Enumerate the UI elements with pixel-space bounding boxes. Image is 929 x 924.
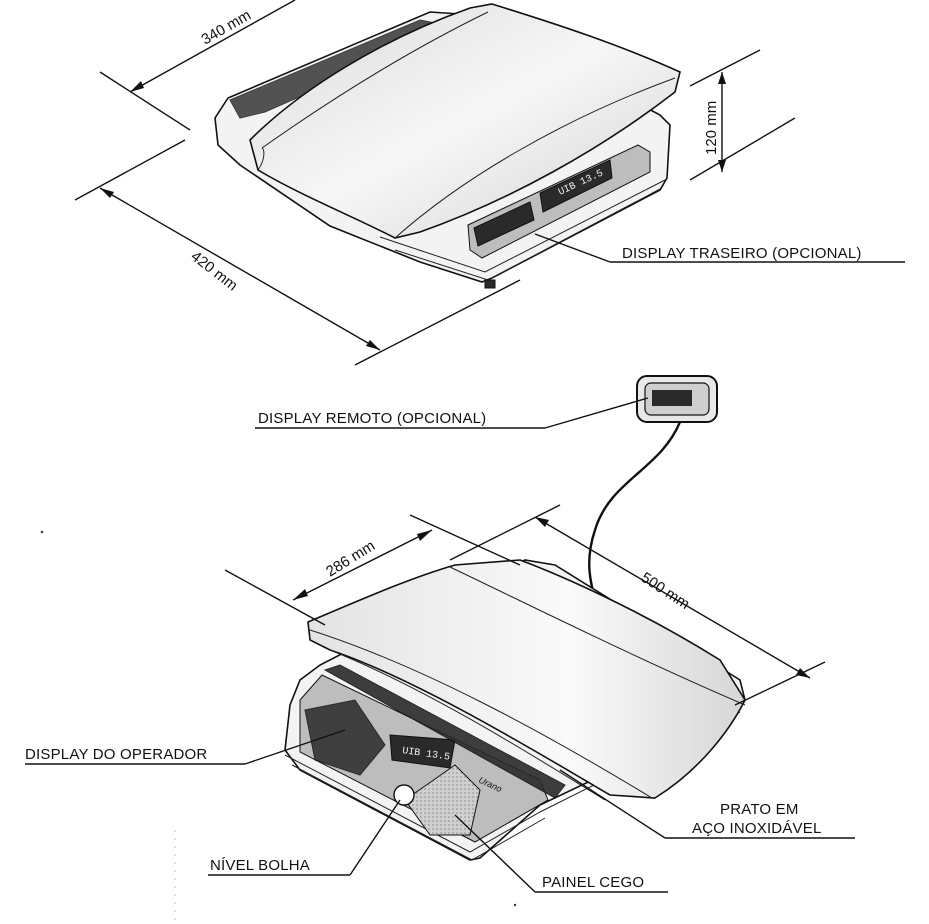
top-scale-foot: [484, 279, 496, 289]
dimension-120: 120 mm: [689, 49, 796, 181]
bottom-scale-lid-ridge-2: [309, 629, 653, 799]
rear-display-screen: [539, 159, 613, 213]
dimension-120-label: 120 mm: [703, 101, 720, 155]
rear-display-left-pad: [473, 201, 535, 247]
bottom-scale-base-lip-2: [291, 764, 546, 861]
label-prato-line2: AÇO INOXIDÁVEL: [692, 820, 822, 837]
top-scale-lid: [249, 3, 681, 239]
top-scale: UIB 13.5: [214, 3, 681, 289]
bottom-scale-front-strip: [323, 664, 566, 799]
label-painel-cego: PAINEL CEGO: [542, 874, 644, 891]
callout-display-operador: DISPLAY DO OPERADOR: [25, 729, 346, 765]
label-prato-line1: PRATO EM: [720, 801, 799, 818]
scan-specks: [40, 530, 517, 924]
label-nivel-bolha: NÍVEL BOLHA: [210, 857, 310, 874]
dimension-500-label: 500 mm: [638, 569, 693, 613]
callout-prato: PRATO EM AÇO INOXIDÁVEL: [559, 769, 855, 839]
operator-keypad: [304, 699, 386, 776]
top-scale-lid-ridge-2: [394, 77, 676, 239]
callout-display-traseiro: DISPLAY TRASEIRO (OPCIONAL): [534, 233, 905, 263]
dimension-286-label: 286 mm: [323, 537, 378, 580]
remote-display-cable: [588, 421, 682, 601]
callout-painel-cego: PAINEL CEGO: [454, 814, 668, 893]
top-scale-lid-fold: [257, 147, 265, 171]
callout-nivel-bolha: NÍVEL BOLHA: [208, 799, 401, 876]
label-display-remoto: DISPLAY REMOTO (OPCIONAL): [258, 410, 486, 427]
remote-display: [588, 375, 718, 601]
bottom-scale-lid-front-edge: [329, 649, 606, 801]
remote-display-screen: [652, 390, 692, 406]
top-scale-lid-ridge: [261, 11, 489, 149]
bottom-scale-lid-ridge: [449, 566, 746, 706]
blind-panel: [404, 764, 481, 836]
label-display-operador: DISPLAY DO OPERADOR: [25, 746, 207, 763]
bubble-level: [393, 784, 415, 806]
bottom-scale: UIB 13.5 Urano: [284, 559, 746, 861]
label-display-traseiro: DISPLAY TRASEIRO (OPCIONAL): [622, 245, 862, 262]
top-scale-base-lip: [379, 179, 666, 273]
callout-display-remoto: DISPLAY REMOTO (OPCIONAL): [255, 397, 649, 429]
